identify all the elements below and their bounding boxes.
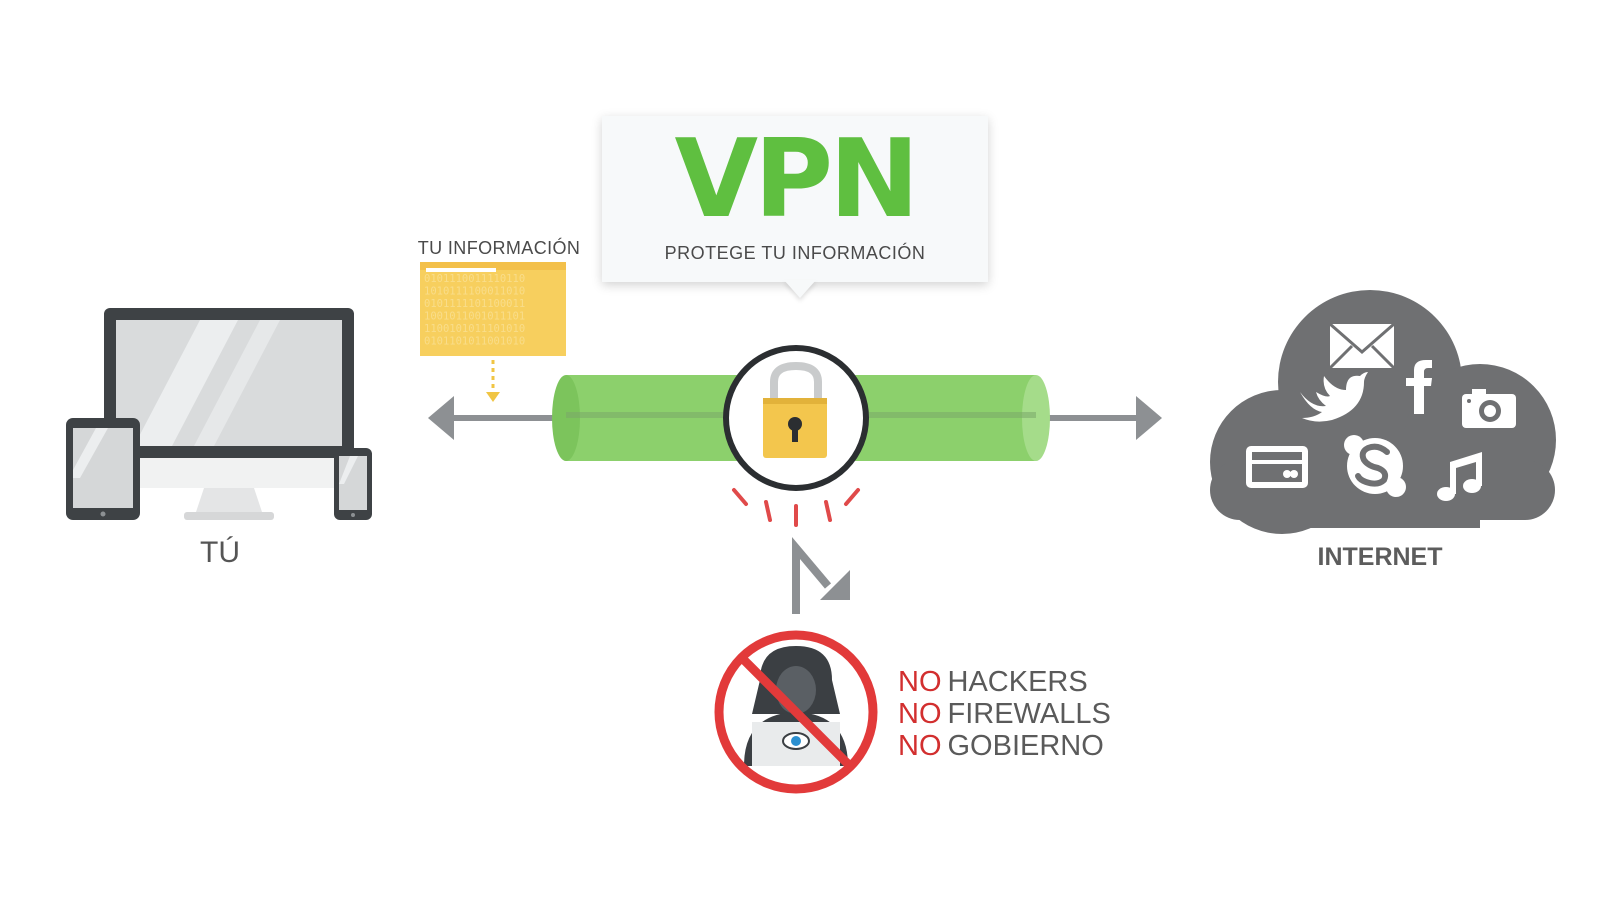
blocked-target: HACKERS — [947, 666, 1088, 698]
vpn-callout-pointer — [784, 280, 816, 298]
binary-line: 0101110011110110 — [424, 273, 525, 285]
right-arrow — [1040, 396, 1162, 440]
alert-rays — [732, 488, 860, 527]
binary-line: 1010111100011010 — [424, 286, 525, 298]
laptop-icon — [104, 308, 354, 520]
blocked-target: GOBIERNO — [947, 730, 1104, 762]
vpn-title: VPN — [674, 117, 919, 242]
deflect-arrow — [792, 537, 850, 614]
binary-line: 0101111101100011 — [424, 298, 525, 310]
music-icon — [1437, 452, 1482, 501]
twitter-icon — [1300, 372, 1368, 422]
left-arrow — [428, 396, 560, 440]
camera-icon — [1462, 389, 1516, 428]
no-prefix: NO — [898, 730, 942, 762]
skype-icon — [1344, 435, 1406, 497]
vpn-callout — [602, 116, 988, 282]
no-prefix: NO — [898, 666, 942, 698]
binary-line: 0101101011001010 — [424, 336, 525, 348]
binary-line: 1001011001011101 — [424, 311, 525, 323]
vpn-subtitle: PROTEGE TU INFORMACIÓN — [664, 243, 926, 263]
credit-card-icon — [1246, 446, 1308, 488]
facebook-icon — [1406, 360, 1432, 414]
blocked-target: FIREWALLS — [947, 698, 1111, 730]
mail-icon — [1328, 322, 1396, 370]
internet-label: INTERNET — [1317, 543, 1443, 571]
binary-line: 1100101011101010 — [424, 323, 525, 335]
no-prefix: NO — [898, 698, 942, 730]
you-label: TÚ — [200, 536, 240, 569]
info-label: TU INFORMACIÓN — [417, 238, 581, 258]
padlock-icon — [723, 345, 869, 491]
prohibited-icon — [714, 630, 878, 794]
tablet-icon — [66, 418, 140, 520]
phone-icon — [334, 448, 372, 520]
